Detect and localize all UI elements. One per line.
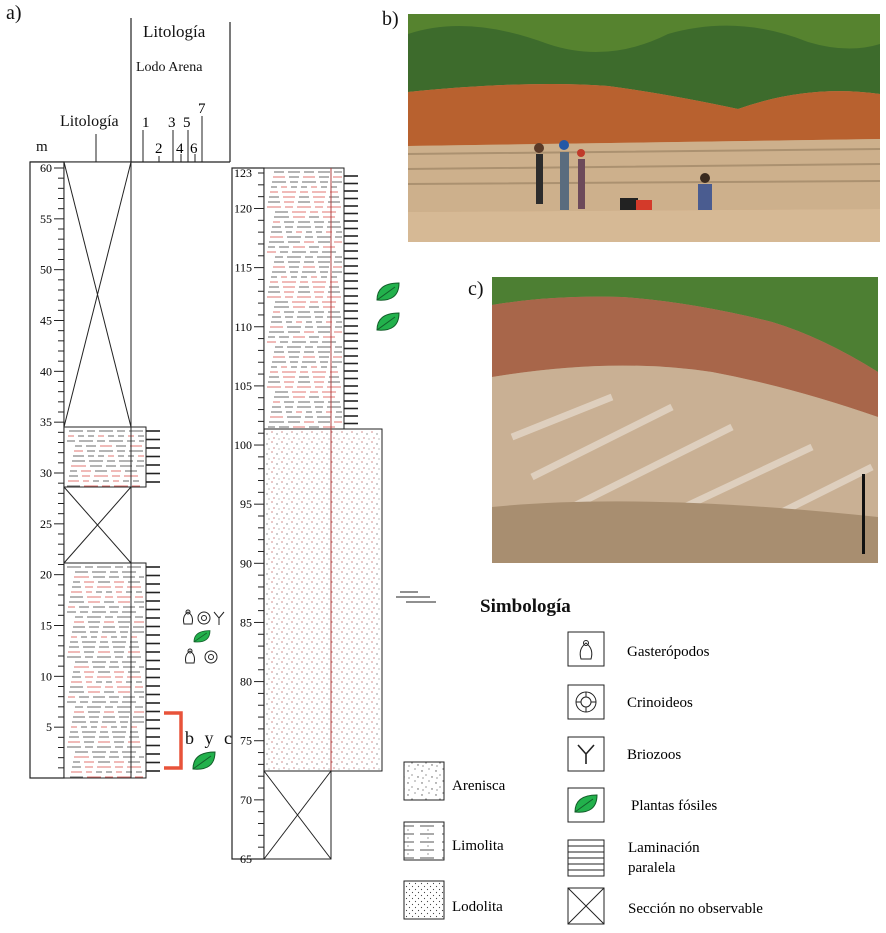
leaf-icon <box>376 312 400 331</box>
leaf-icon <box>376 282 400 301</box>
grain-tick: 3 <box>168 115 176 131</box>
depth-label: 15 <box>40 619 52 633</box>
depth-label: 50 <box>40 263 52 277</box>
legend-symbols <box>567 631 605 925</box>
mudstone-swatch <box>403 880 445 920</box>
legend-label-plantas: Plantas fósiles <box>631 798 717 814</box>
depth-label: 85 <box>240 615 252 629</box>
gastropod-icon <box>183 609 193 625</box>
panel-label-a: a) <box>6 2 22 24</box>
depth-label: 90 <box>240 556 252 570</box>
grain-tick: 5 <box>183 115 191 131</box>
depth-label: 40 <box>40 364 52 378</box>
crinoid-icon <box>197 611 211 625</box>
panel-label-b: b) <box>382 8 399 30</box>
depth-label: 115 <box>234 261 252 275</box>
grain-tick: 2 <box>155 141 163 157</box>
depth-label: 75 <box>240 734 252 748</box>
bryozoan-icon <box>577 744 595 764</box>
legend-label-seccion: Sección no observable <box>628 901 763 917</box>
grain-tick: 7 <box>198 101 206 117</box>
lithology-column-header: Litología <box>60 113 119 130</box>
fossil-group-upper <box>183 609 225 664</box>
grain-size-ticks: 1 2 3 4 5 6 7 <box>142 101 206 157</box>
panel-label-c: c) <box>468 278 484 300</box>
depth-label: 120 <box>234 201 252 215</box>
legend-label-briozoos: Briozoos <box>627 747 681 763</box>
lithology-header: Litología <box>143 22 206 41</box>
leaf-icon <box>192 751 216 770</box>
sandstone-swatch <box>403 761 445 801</box>
legend-label-lodolita: Lodolita <box>452 899 503 915</box>
depth-unit: m <box>36 139 48 155</box>
left-column: 60 55 50 45 40 35 30 25 20 15 10 5 <box>29 161 160 779</box>
depth-label: 25 <box>40 517 52 531</box>
parallel-lamination-icon <box>568 845 604 871</box>
right-column: 123 120 115 110 105 100 95 90 85 80 75 70 65 <box>231 166 383 866</box>
depth-label: 35 <box>40 415 52 429</box>
crinoid-icon <box>204 650 218 664</box>
legend-label-arenisca: Arenisca <box>452 778 506 794</box>
depth-label: 70 <box>240 793 252 807</box>
gastropod-icon <box>579 640 593 660</box>
leaf-icon <box>193 630 211 643</box>
depth-label: 55 <box>40 212 52 226</box>
siltstone-swatch <box>403 821 445 861</box>
legend-labels: Arenisca Limolita Lodolita Gasterópodos … <box>452 644 763 917</box>
depth-label: 110 <box>234 320 252 334</box>
depth-label: 95 <box>240 497 252 511</box>
depth-label: 30 <box>40 466 52 480</box>
grain-size-header: Lodo Arena <box>136 60 203 75</box>
crinoid-icon <box>575 691 597 713</box>
photo-marker-label: b y c <box>185 728 235 748</box>
grain-tick: 6 <box>190 141 198 157</box>
depth-label: 5 <box>46 720 52 734</box>
depth-label: 100 <box>234 438 252 452</box>
bryozoan-icon <box>213 611 225 625</box>
left-depth-scale: 60 55 50 45 40 35 30 25 20 15 10 5 <box>40 161 64 779</box>
grain-tick: 1 <box>142 115 150 131</box>
legend-title: Simbología <box>480 596 571 617</box>
depth-label: 20 <box>40 568 52 582</box>
depth-label: 10 <box>40 669 52 683</box>
gastropod-icon <box>185 648 195 664</box>
legend-label-limolita: Limolita <box>452 838 504 854</box>
grain-tick: 4 <box>176 141 184 157</box>
legend-label-gasteropodos: Gasterópodos <box>627 644 710 660</box>
cross-box-icon <box>567 887 605 925</box>
parallel-lamination-mark <box>396 591 436 603</box>
outcrop-photo-b <box>408 14 880 242</box>
depth-label: 65 <box>240 852 252 866</box>
legend-lithologies <box>403 761 445 920</box>
depth-label: 105 <box>234 379 252 393</box>
depth-label: 60 <box>40 161 52 175</box>
right-depth-scale: 123 120 115 110 105 100 95 90 85 80 75 70 65 <box>234 166 358 866</box>
outcrop-photo-c <box>492 277 878 563</box>
depth-label: 123 <box>234 166 252 180</box>
leaf-icon <box>574 794 598 813</box>
legend-label-crinoideos: Crinoideos <box>627 695 693 711</box>
depth-label: 80 <box>240 675 252 689</box>
depth-label: 45 <box>40 314 52 328</box>
photo-bracket <box>164 711 183 770</box>
